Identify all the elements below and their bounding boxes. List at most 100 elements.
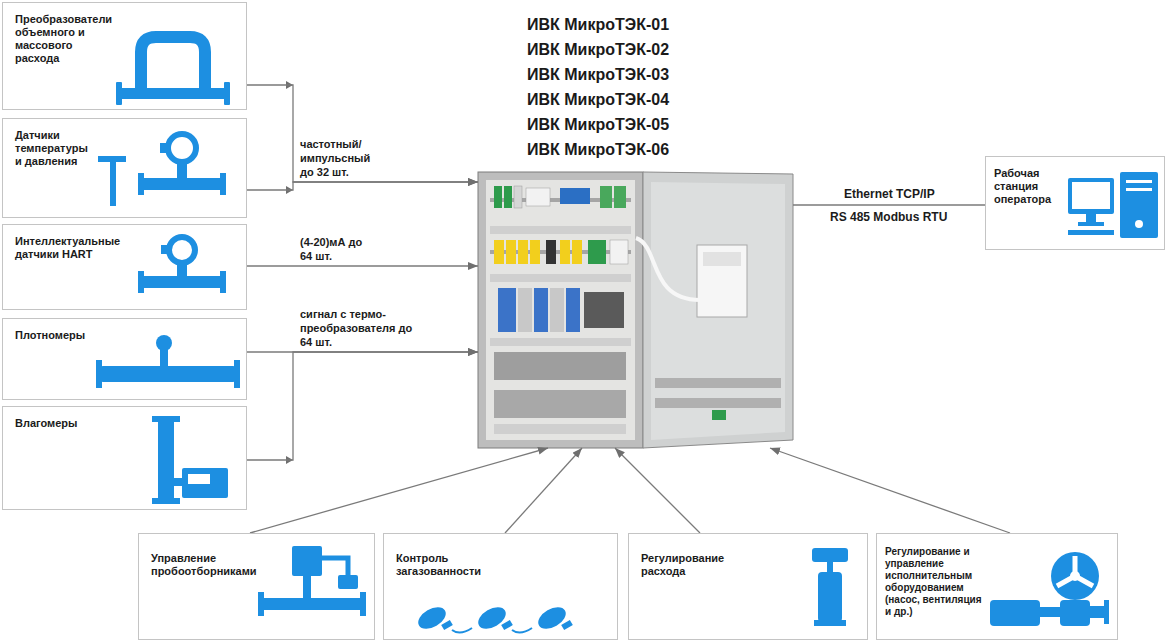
connector bbox=[247, 85, 478, 182]
text-group: Влагомеры bbox=[15, 417, 105, 430]
workstation-icon bbox=[1068, 230, 1114, 235]
sampler-icon bbox=[360, 592, 366, 616]
connector bbox=[250, 448, 548, 533]
text-group: Рабочая станция оператора bbox=[994, 167, 1062, 206]
gas-detector-icons bbox=[561, 620, 573, 630]
flowmeter-box: Преобразователи объемного и массового ра… bbox=[2, 2, 247, 110]
temperature-pressure-icon bbox=[160, 143, 168, 153]
cabinet-photo bbox=[588, 240, 606, 264]
text-group: Регулирование и управление исполнительны… bbox=[885, 546, 983, 618]
cabinet-photo bbox=[494, 390, 626, 418]
cabinet-photo bbox=[643, 172, 793, 448]
signal-label: Ethernet TCP/IP bbox=[844, 187, 935, 201]
sampler-icon bbox=[322, 558, 348, 575]
moisture-meter-icon bbox=[152, 416, 228, 504]
pump-fan-icon bbox=[1060, 600, 1090, 626]
cabinet-photo bbox=[490, 274, 631, 282]
text-group: Управление пробоотборниками bbox=[151, 552, 269, 578]
cabinet-photo bbox=[600, 186, 612, 208]
node-text: Влагомеры bbox=[15, 417, 105, 430]
text-group: Датчики температуры и давления bbox=[15, 129, 97, 168]
moisture-meter-icon bbox=[182, 468, 228, 498]
densitometer-icon bbox=[96, 360, 102, 388]
node-text: ИВК МикроТЭК-06 bbox=[527, 137, 789, 162]
signal-label: (4-20)мА до 64 шт. bbox=[300, 235, 364, 263]
node-text: Преобразователи объемного и массового ра… bbox=[15, 13, 119, 65]
text-group: Плотномеры bbox=[15, 329, 105, 342]
sensor-box: Плотномеры bbox=[2, 318, 247, 400]
cabinet-photo bbox=[478, 172, 643, 448]
node-text: Управление пробоотборниками bbox=[151, 552, 269, 578]
cabinet-photo bbox=[504, 186, 512, 208]
moisture-meter-icon bbox=[158, 420, 174, 502]
bus-arrowheads bbox=[286, 81, 293, 464]
cabinet-photo bbox=[546, 240, 556, 264]
cabinet-photo bbox=[651, 182, 785, 440]
sensor-box: Влагомеры bbox=[2, 406, 247, 510]
hart-transmitter-icon bbox=[161, 245, 169, 254]
signal-label: RS 485 Modbus RTU bbox=[830, 210, 947, 224]
workstation-icon bbox=[1135, 220, 1143, 228]
cabinet-photo bbox=[514, 186, 522, 208]
cabinet-photo bbox=[655, 398, 781, 408]
cabinet-photo bbox=[486, 180, 635, 440]
cabinet-photo bbox=[530, 240, 540, 264]
text-group: ИВК МикроТЭК-01ИВК МикроТЭК-02ИВК МикроТ… bbox=[527, 12, 789, 162]
control-valve-icon bbox=[827, 562, 833, 572]
cabinet-photo bbox=[494, 352, 626, 380]
function-box: Управление пробоотборниками bbox=[138, 533, 375, 640]
control-valve-icon bbox=[812, 548, 848, 626]
moisture-meter-icon bbox=[152, 416, 180, 422]
connector bbox=[247, 265, 478, 266]
coriolis-flowmeter-icon bbox=[116, 82, 122, 105]
control-valve-icon bbox=[812, 548, 848, 562]
coriolis-flowmeter-icon bbox=[116, 37, 230, 105]
cabinet-photo bbox=[703, 252, 741, 266]
temperature-pressure-icon bbox=[142, 178, 222, 190]
connector bbox=[247, 182, 478, 190]
sampler-icon bbox=[258, 592, 264, 616]
cabinet-photo bbox=[614, 186, 626, 208]
workstation-box: Рабочая станция оператора bbox=[985, 156, 1165, 250]
connector bbox=[615, 448, 700, 533]
pump-fan-icon bbox=[990, 600, 1040, 626]
node-text: Датчики температуры и давления bbox=[15, 129, 97, 168]
connector bbox=[505, 448, 582, 533]
cabinet-photo bbox=[636, 238, 700, 300]
workstation-icon bbox=[1068, 178, 1114, 214]
cabinet-photo bbox=[655, 378, 781, 388]
coriolis-flowmeter-icon bbox=[141, 37, 205, 92]
hart-transmitter-icon bbox=[177, 265, 187, 276]
cabinet-photo bbox=[572, 240, 582, 264]
cabinet-photo bbox=[478, 172, 793, 448]
node-text: Интеллектуальные датчики HART bbox=[15, 235, 127, 261]
cabinet-photo bbox=[490, 226, 631, 234]
temperature-pressure-icon bbox=[98, 134, 226, 206]
gas-detector-icons bbox=[452, 628, 532, 633]
densitometer-icon bbox=[234, 360, 240, 388]
workstation-icon bbox=[1086, 214, 1096, 222]
workstation-icon bbox=[1068, 172, 1158, 238]
cabinet-photo bbox=[526, 188, 550, 206]
cabinet-photo bbox=[490, 338, 631, 346]
node-text: Контроль загазованности bbox=[396, 552, 516, 578]
signal-label: сигнал с термо- преобразователя до 64 шт… bbox=[300, 307, 414, 349]
connector bbox=[247, 352, 478, 460]
node-text: Рабочая станция оператора bbox=[994, 167, 1062, 206]
workstation-icon bbox=[1120, 172, 1158, 238]
node-text: ИВК МикроТЭК-05 bbox=[527, 112, 789, 137]
cabinet-photo bbox=[506, 240, 516, 264]
function-box: Регулирование и управление исполнительны… bbox=[876, 533, 1118, 640]
node-text: Плотномеры bbox=[15, 329, 105, 342]
cabinet-node: ИВК МикроТЭК-01ИВК МикроТЭК-02ИВК МикроТ… bbox=[478, 8, 793, 448]
control-valve-icon bbox=[818, 572, 842, 622]
signal-label: частотный/ импульсный до 32 шт. bbox=[300, 137, 382, 179]
node-text: ИВК МикроТЭК-01 bbox=[527, 12, 789, 37]
text-group: Интеллектуальные датчики HART bbox=[15, 235, 127, 261]
workstation-icon bbox=[1078, 222, 1104, 226]
pump-fan-icon bbox=[1090, 606, 1106, 618]
coriolis-flowmeter-icon bbox=[224, 82, 230, 105]
cabinet-photo bbox=[584, 292, 624, 328]
gas-detector-icons bbox=[501, 620, 513, 630]
hart-transmitter-icon bbox=[138, 271, 144, 293]
